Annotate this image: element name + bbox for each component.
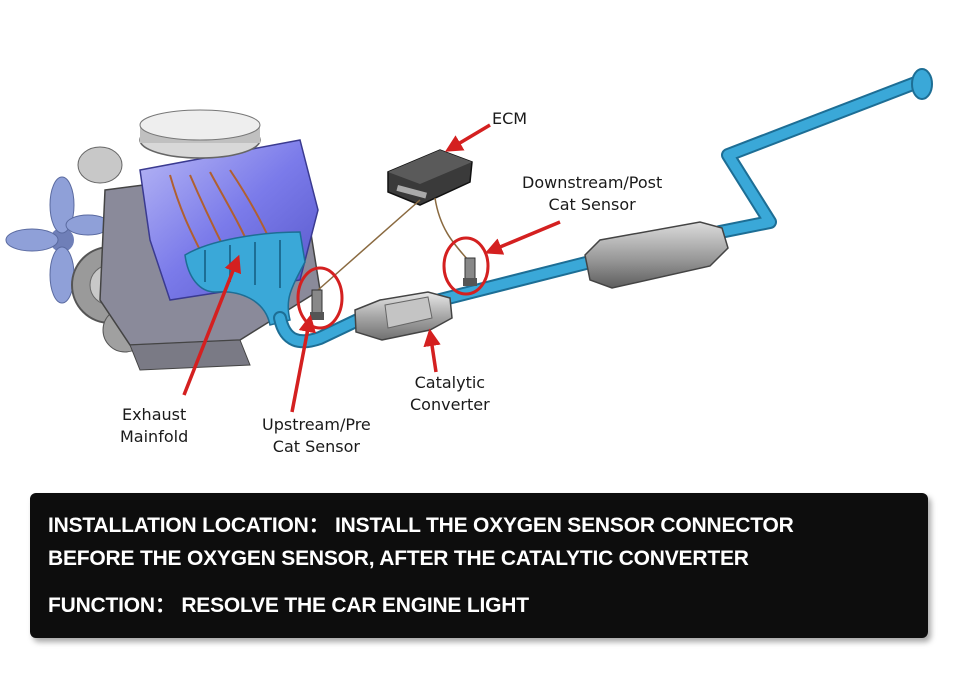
exhaust-manifold-label: Exhaust Mainfold (120, 405, 189, 446)
downstream-sensor (463, 257, 477, 286)
upstream-sensor-wire (317, 199, 421, 291)
upstream-sensor (310, 289, 324, 320)
info-box: INSTALLATION LOCATION： INSTALL THE OXYGE… (30, 493, 928, 638)
tailpipe-tip (911, 68, 933, 100)
exhaust-manifold (184, 231, 306, 326)
downstream-sensor-label: Downstream/Post Cat Sensor (522, 173, 663, 214)
downstream-sensor-wire (434, 197, 469, 261)
installation-location-text-continued: BEFORE THE OXYGEN SENSOR, AFTER THE CATA… (48, 547, 749, 570)
catalytic-converter (354, 291, 453, 341)
catalytic-arrow (423, 328, 441, 373)
upstream-arrow (290, 314, 316, 413)
upstream-sensor-label: Upstream/Pre Cat Sensor (262, 415, 371, 456)
upstream-sensor-highlight (296, 266, 344, 330)
downstream-sensor-highlight (442, 236, 490, 296)
catalytic-converter-label: Catalytic Converter (410, 373, 490, 414)
fan-icon (5, 176, 111, 304)
muffler (584, 221, 729, 289)
downstream-arrow (484, 220, 561, 255)
ecm-arrow (444, 123, 491, 152)
function-text: FUNCTION： RESOLVE THE CAR ENGINE LIGHT (48, 594, 529, 617)
installation-location-text: INSTALLATION LOCATION： INSTALL THE OXYGE… (48, 514, 794, 537)
exhaust-arrow (182, 254, 242, 396)
ecm-module (387, 149, 473, 206)
ecm-label: ECM (492, 109, 528, 128)
